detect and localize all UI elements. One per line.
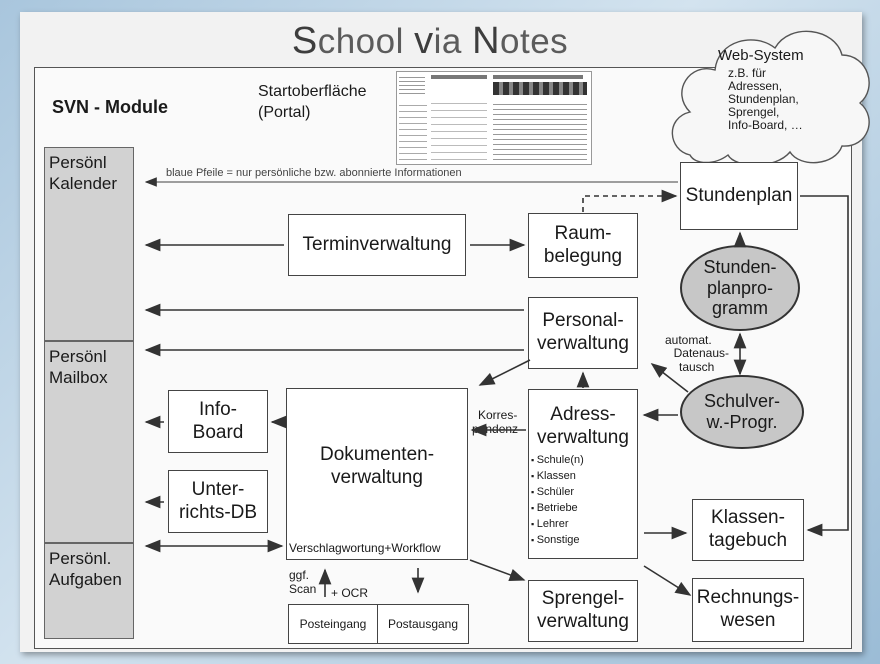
adressverwaltung-box: Adress- verwaltung Schule(n) Klassen Sch… bbox=[528, 389, 638, 559]
personalverwaltung-box: Personal-verwaltung bbox=[528, 297, 638, 369]
ocr-label: + OCR bbox=[331, 586, 369, 600]
cloud-title: Web-System bbox=[718, 47, 804, 64]
sprengelverwaltung-box: Sprengel-verwaltung bbox=[528, 580, 638, 642]
module-label: SVN - Module bbox=[52, 97, 168, 117]
list-item: Schule(n) bbox=[531, 452, 584, 468]
list-item: Klassen bbox=[531, 468, 584, 484]
postausgang-box: Postausgang bbox=[377, 604, 469, 644]
terminverwaltung-box: Terminverwaltung bbox=[288, 214, 466, 276]
dok-footer: Verschlagwortung+Workflow bbox=[289, 540, 441, 555]
stundenplanprogramm-ellipse: Stunden- planpro- gramm bbox=[680, 245, 800, 331]
list-item: Sonstige bbox=[531, 532, 584, 548]
sidebar-item-aufgaben: Persönl.Aufgaben bbox=[44, 543, 134, 639]
posteingang-box: Posteingang bbox=[288, 604, 378, 644]
cloud-description: z.B. für Adressen, Stundenplan, Sprengel… bbox=[728, 66, 803, 132]
adress-item-list: Schule(n) Klassen Schüler Betriebe Lehre… bbox=[531, 452, 584, 548]
unterrichtsdb-box: Unter-richts-DB bbox=[168, 470, 268, 533]
list-item: Schüler bbox=[531, 484, 584, 500]
list-item: Betriebe bbox=[531, 500, 584, 516]
klassentagebuch-box: Klassen-tagebuch bbox=[692, 499, 804, 561]
infoboard-box: Info-Board bbox=[168, 390, 268, 453]
raumbelegung-box: Raum-belegung bbox=[528, 213, 638, 278]
rechnungswesen-box: Rechnungs-wesen bbox=[692, 578, 804, 642]
stundenplan-box: Stundenplan bbox=[680, 162, 798, 230]
datenaustausch-label: automat. Datenaus- tausch bbox=[665, 333, 729, 374]
list-item: Lehrer bbox=[531, 516, 584, 532]
schulverwprogr-ellipse: Schulver- w.-Progr. bbox=[680, 375, 804, 449]
dokumentenverwaltung-box: Dokumenten- verwaltung Verschlagwortung+… bbox=[286, 388, 468, 560]
scan-label: ggf.Scan bbox=[289, 568, 317, 596]
page-title: School via Notes bbox=[291, 20, 569, 62]
portal-screenshot-thumbnail bbox=[396, 71, 592, 165]
portal-label: Startoberfläche (Portal) bbox=[258, 83, 367, 121]
legend-note: blaue Pfeile = nur persönliche bzw. abon… bbox=[166, 167, 462, 179]
